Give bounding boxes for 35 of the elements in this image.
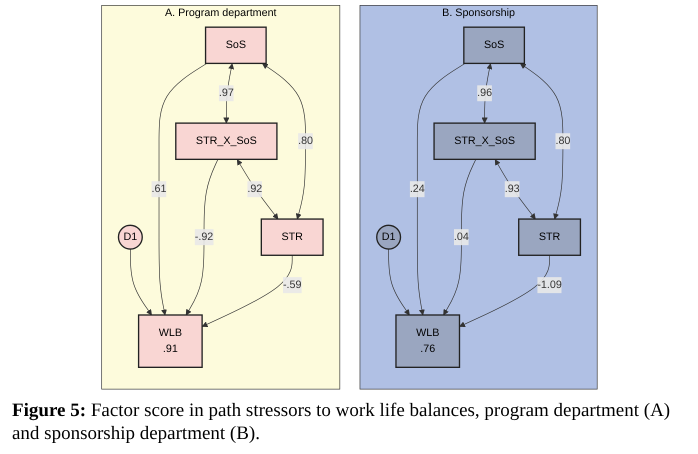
arrow: [388, 248, 410, 316]
edge-label: .96: [476, 87, 492, 99]
node-box: WLB .91: [137, 314, 202, 368]
arrow: [236, 159, 278, 220]
node-circle: D1: [376, 224, 401, 250]
edge-label: -.59: [282, 279, 301, 291]
edge-label: .93: [504, 183, 520, 195]
arrow: [130, 248, 152, 316]
arrow: [442, 159, 476, 316]
node-box: SoS: [204, 26, 266, 64]
arrow: [494, 159, 536, 220]
node-circle: D1: [117, 224, 142, 250]
edge-label: .92: [246, 183, 262, 195]
edge-label: .24: [409, 183, 424, 195]
edge-label: .80: [298, 135, 313, 147]
edge-label: -1.09: [536, 279, 562, 291]
node-box: SoS: [462, 26, 525, 64]
node-box: STR_X_SoS: [432, 122, 536, 160]
arrow: [520, 63, 563, 220]
edge-label: .80: [555, 135, 570, 147]
edge-label: -.92: [194, 231, 213, 243]
edge-label: .97: [218, 87, 234, 99]
arrow: [185, 159, 218, 316]
node-box: STR: [518, 218, 581, 256]
edge-label: .04: [453, 231, 468, 243]
arrow: [201, 254, 292, 328]
arrow: [458, 254, 550, 328]
arrow: [158, 63, 207, 316]
node-box: STR: [260, 218, 324, 256]
edge-label: .61: [151, 183, 166, 195]
node-box: WLB .76: [394, 314, 460, 368]
arrow: [262, 63, 306, 220]
figure-caption: Figure 5: Factor score in path stressors to work life balances, program department (A) and sponsorship department (B).: [11, 398, 672, 446]
arrow: [416, 63, 465, 316]
node-box: STR_X_SoS: [174, 122, 278, 160]
